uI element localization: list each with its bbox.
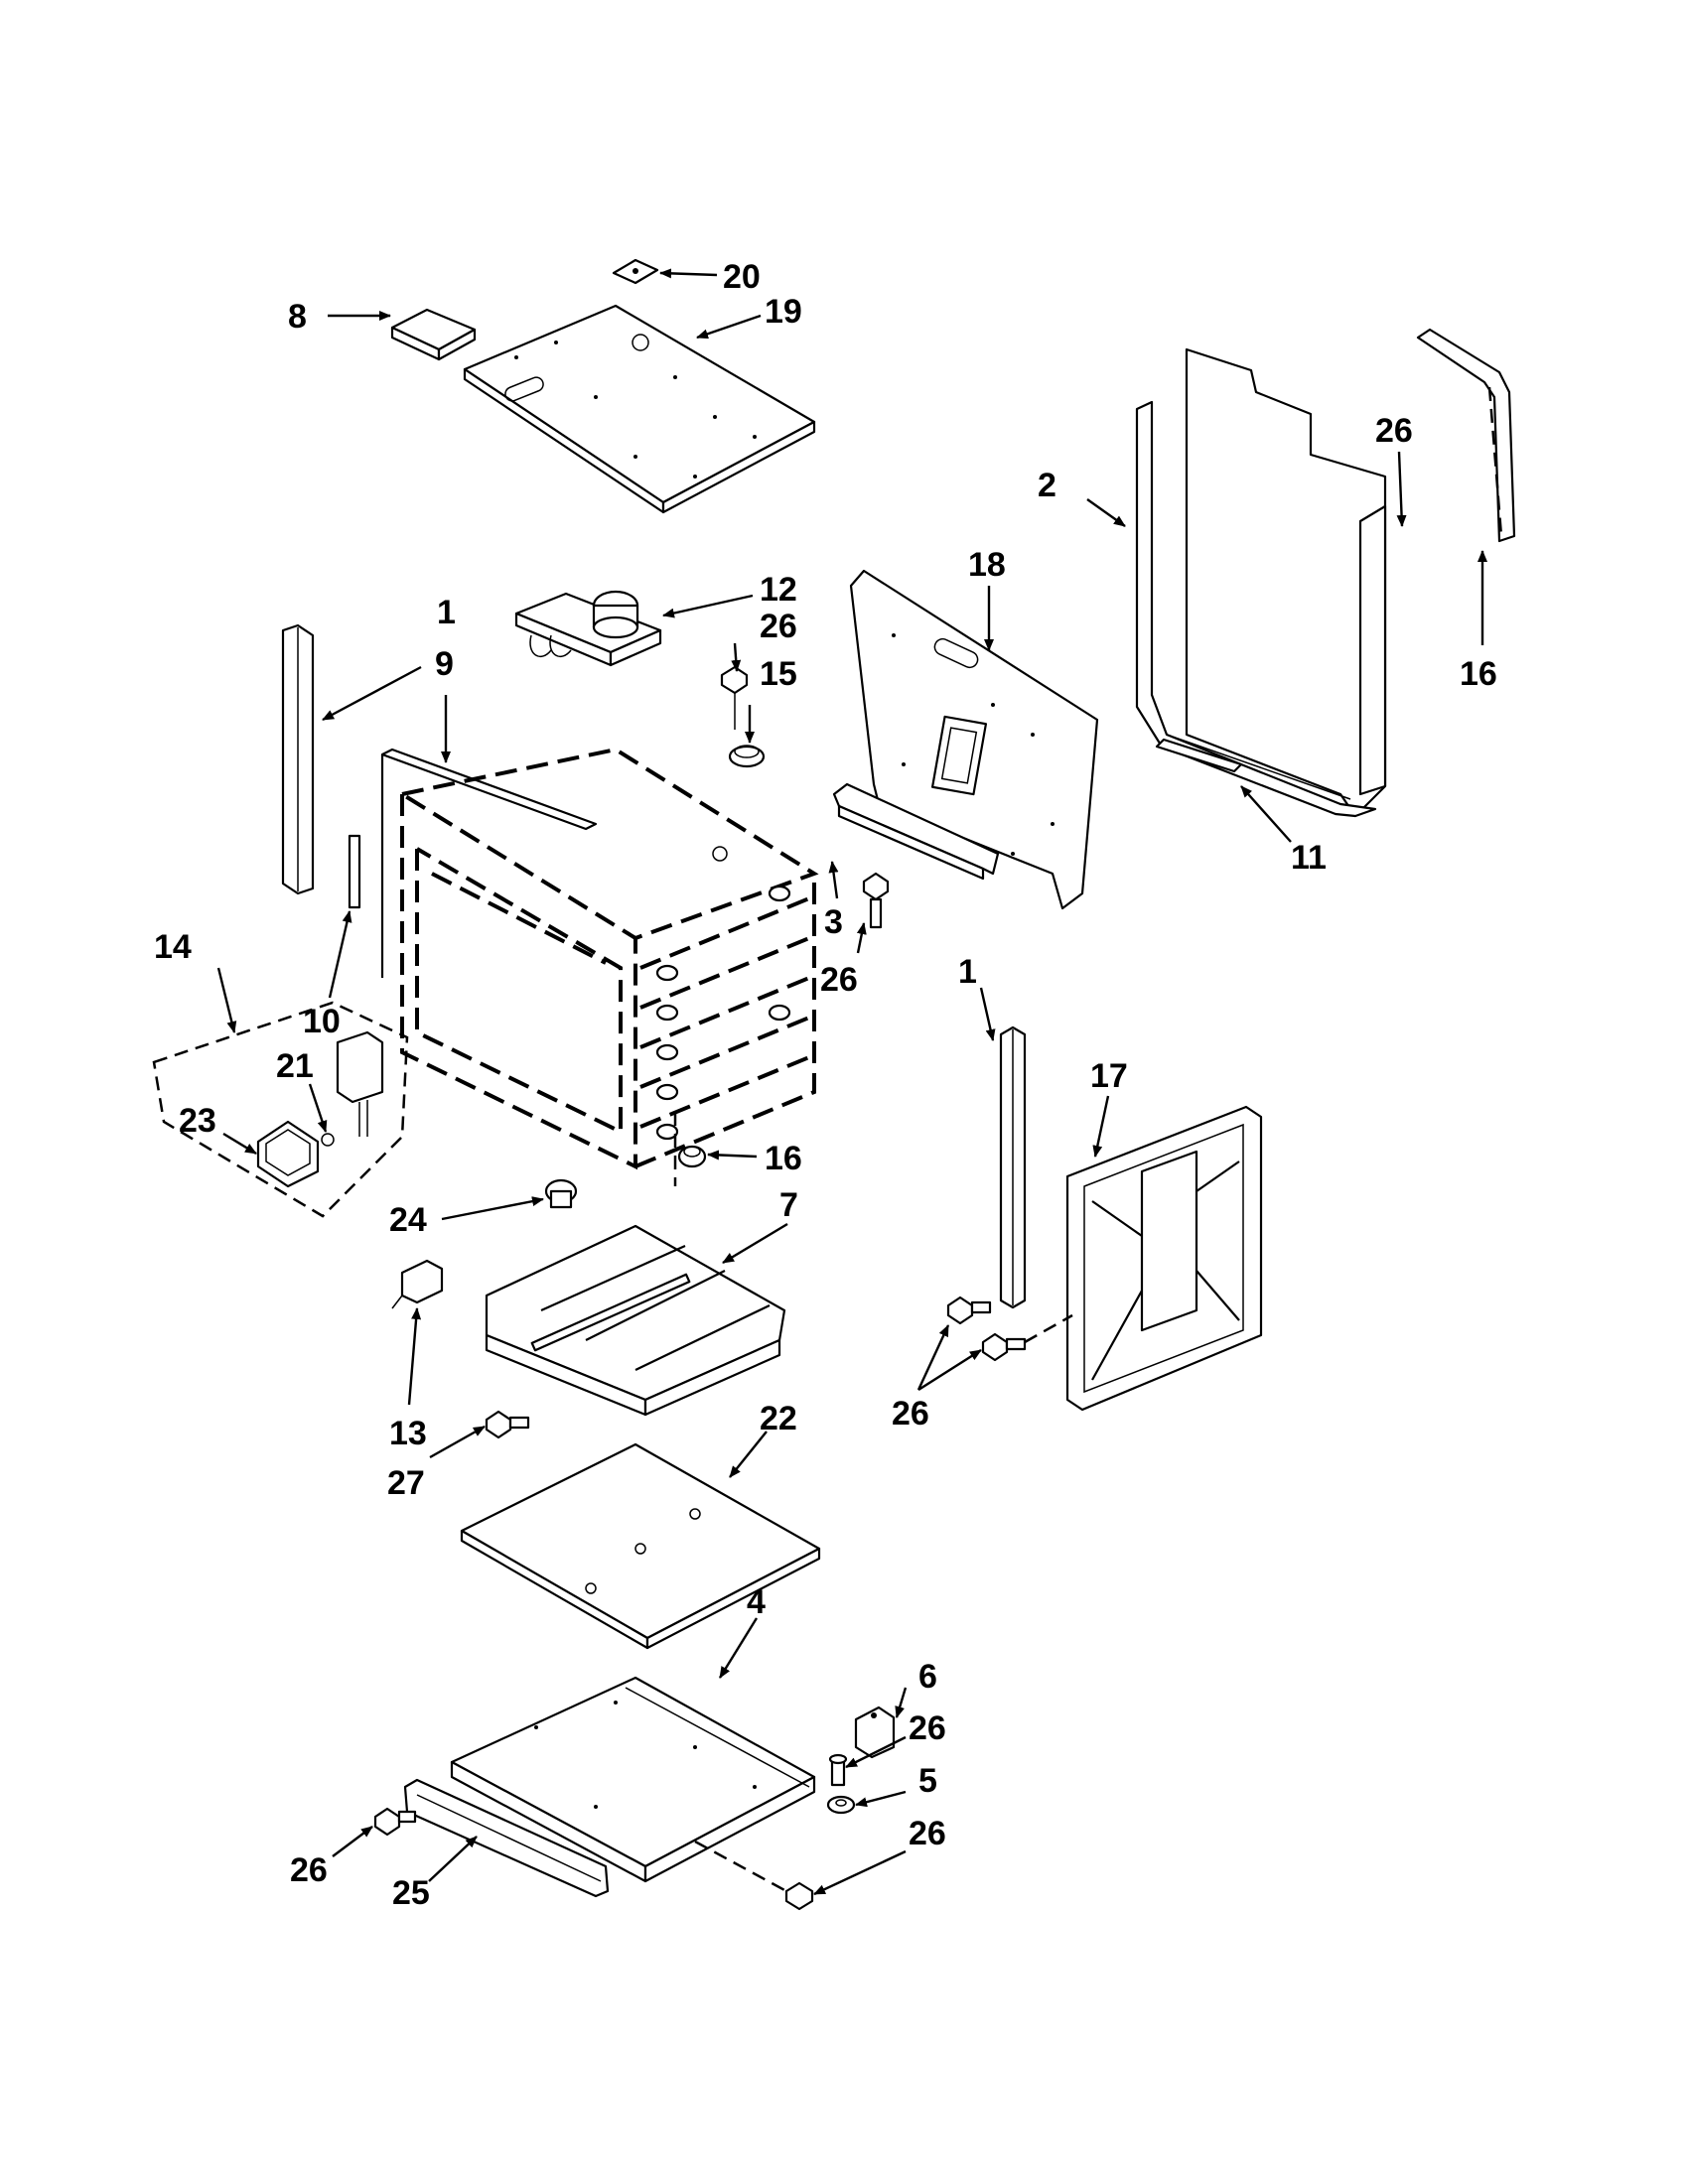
callout-3: 3: [824, 903, 843, 941]
part-16-knob: [677, 1145, 707, 1168]
part-26-screw-bottom: [694, 1840, 814, 1911]
callout-7: 7: [779, 1186, 798, 1224]
part-10-strip: [348, 834, 361, 909]
callout-26: 26: [820, 961, 858, 999]
part-12-motor: [514, 590, 662, 667]
part-5-washer: [826, 1795, 856, 1815]
part-26-screw-rail: [862, 872, 890, 929]
part-4-base-frame: [450, 1676, 816, 1883]
callout-18: 18: [968, 546, 1006, 584]
callout-16: 16: [1460, 655, 1497, 693]
callout-19: 19: [765, 293, 802, 331]
callout-9: 9: [435, 645, 454, 683]
callout-26: 26: [909, 1815, 946, 1852]
callout-15: 15: [760, 655, 797, 693]
part-20-bracket: [612, 258, 659, 285]
callout-24: 24: [389, 1201, 427, 1239]
part-1-side-rail-right: [999, 1025, 1027, 1309]
callout-21: 21: [276, 1047, 314, 1085]
part-27-screw: [485, 1410, 530, 1439]
callout-13: 13: [389, 1415, 427, 1452]
callout-6: 6: [918, 1658, 937, 1696]
part-16-trim-strip: [1416, 328, 1516, 543]
part-18-rear-panel: [849, 569, 1099, 910]
callout-1: 1: [958, 953, 977, 991]
part-17-door-frame: [1065, 1105, 1263, 1412]
part-26-screw-front: [373, 1807, 417, 1837]
part-3-rail: [832, 782, 1000, 881]
part-7-bottom-tray: [485, 1224, 786, 1417]
callout-26: 26: [909, 1709, 946, 1747]
part-2-wrapper: [1135, 347, 1387, 818]
part-26-screw-upper: [720, 665, 749, 730]
part-14-light-assembly: [152, 1001, 409, 1218]
part-15-lamp: [728, 745, 766, 768]
part-1-side-rail-left: [281, 623, 315, 895]
callout-26: 26: [1375, 412, 1413, 450]
part-19-top-panel: [463, 304, 816, 514]
part-26-screw-lower-right: [828, 1753, 848, 1787]
part-26-screws-door: [946, 1296, 1073, 1362]
callout-20: 20: [723, 258, 761, 296]
part-8-duct: [390, 308, 477, 361]
callout-4: 4: [747, 1583, 766, 1621]
part-9-oven-cavity: [380, 747, 819, 1186]
callout-25: 25: [392, 1874, 430, 1912]
part-6-bracket: [854, 1706, 896, 1759]
part-11-strip: [1155, 738, 1243, 773]
callout-14: 14: [154, 928, 192, 966]
callout-labels: 20 19 8 2 26 16 18 12 26 15 1 9 11 3 26 …: [154, 258, 1497, 1912]
callout-5: 5: [918, 1762, 937, 1800]
callout-17: 17: [1090, 1057, 1128, 1095]
callout-27: 27: [387, 1464, 425, 1502]
callout-11: 11: [1291, 839, 1327, 877]
callout-26: 26: [892, 1395, 929, 1433]
part-22-bottom-plate: [460, 1442, 821, 1650]
callout-26: 26: [290, 1851, 328, 1889]
callout-1: 1: [437, 594, 456, 631]
part-24-socket: [544, 1178, 578, 1209]
callout-8: 8: [288, 298, 307, 336]
callout-26: 26: [760, 608, 797, 645]
callout-23: 23: [179, 1102, 216, 1140]
callout-12: 12: [760, 571, 797, 609]
leader-lines: [216, 268, 1487, 1896]
part-13-switch: [391, 1259, 444, 1309]
callout-16: 16: [765, 1140, 802, 1177]
callout-2: 2: [1038, 467, 1056, 504]
callout-10: 10: [303, 1003, 341, 1040]
callout-22: 22: [760, 1400, 797, 1437]
